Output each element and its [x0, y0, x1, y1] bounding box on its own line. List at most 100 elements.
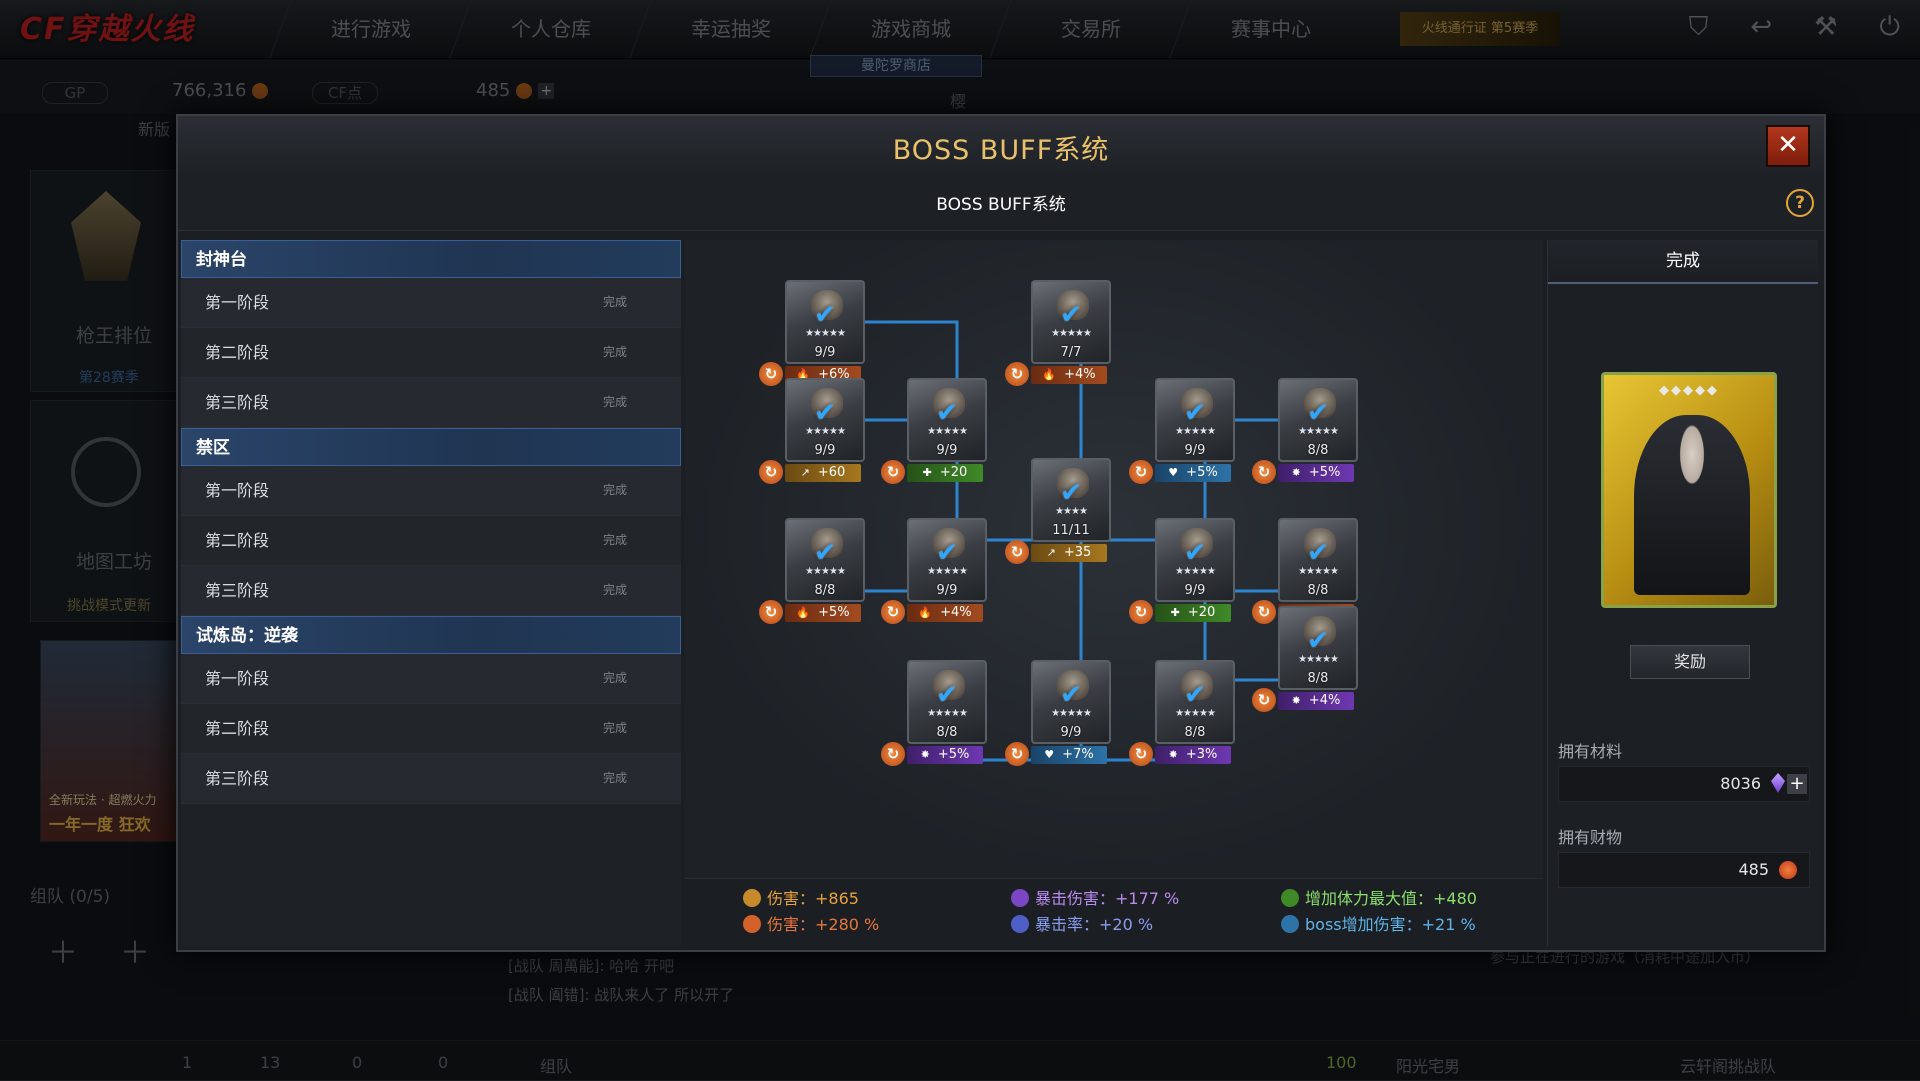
- reward-character-card[interactable]: ◆◆◆◆◆: [1601, 372, 1777, 608]
- buff-row: ↻✚+20: [1129, 600, 1233, 624]
- buff-node[interactable]: ✔★★★★★8/8↻🔥+5%: [759, 518, 865, 624]
- crit-icon: ✸: [1291, 694, 1301, 707]
- buff-node[interactable]: ✔★★★★★9/9↻🔥+4%: [881, 518, 987, 624]
- stage-row[interactable]: 第二阶段完成: [181, 516, 681, 566]
- boss-portrait: ✔★★★★★8/8: [907, 660, 987, 744]
- stage-row[interactable]: 第三阶段完成: [181, 378, 681, 428]
- buff-node[interactable]: ✔★★★★★8/8↻✸+5%: [1252, 378, 1358, 484]
- wrench-icon[interactable]: ⚒: [1814, 12, 1838, 42]
- team-add-icon-2[interactable]: ＋: [120, 936, 150, 971]
- player-name: 阳光宅男: [1396, 1057, 1461, 1076]
- buff-node[interactable]: ✔★★★★★8/8↻✸+4%: [1252, 606, 1358, 712]
- stage-row[interactable]: 第一阶段完成: [181, 654, 681, 704]
- gp-value: 766,316: [172, 80, 269, 101]
- node-progress: 8/8: [1307, 443, 1329, 458]
- stage-row[interactable]: 第一阶段完成: [181, 278, 681, 328]
- refresh-icon[interactable]: ↻: [1252, 688, 1276, 712]
- cloud-team[interactable]: 云轩阁挑战队: [1680, 1057, 1777, 1076]
- refresh-icon[interactable]: ↻: [759, 600, 783, 624]
- boss-face: [933, 528, 965, 558]
- refresh-icon[interactable]: ↻: [759, 362, 783, 386]
- shield-icon[interactable]: ⛉: [1688, 12, 1709, 42]
- refresh-icon[interactable]: ↻: [759, 460, 783, 484]
- buff-node[interactable]: ✔★★★★★9/9↻✚+20: [1129, 518, 1235, 624]
- reward-panel: 完成 ◆◆◆◆◆ 奖励 拥有材料 8036 + 拥有财物 485: [1547, 240, 1818, 946]
- team-tab[interactable]: 组队: [540, 1057, 573, 1076]
- buff-node[interactable]: ✔★★★★★8/8↻✸+3%: [1129, 660, 1235, 766]
- modal-title: BOSS BUFF系统: [892, 135, 1110, 166]
- stage-row[interactable]: 第三阶段完成: [181, 754, 681, 804]
- group-header-jinqu[interactable]: 禁区: [181, 428, 681, 466]
- buff-tag: ✸+3%: [1155, 746, 1231, 764]
- stat-damage: 伤害：+865: [743, 885, 859, 909]
- node-progress: 9/9: [814, 345, 836, 360]
- cf-label: CF点: [312, 82, 378, 104]
- stage-row[interactable]: 第二阶段完成: [181, 704, 681, 754]
- stage-row[interactable]: 第三阶段完成: [181, 566, 681, 616]
- claim-reward-button[interactable]: 奖励: [1630, 645, 1750, 679]
- buff-tag: 🔥+5%: [785, 604, 861, 622]
- stage-status: 完成: [602, 583, 627, 597]
- star-rating: ★★★★★: [1051, 708, 1092, 719]
- fire-icon: 🔥: [1042, 368, 1057, 381]
- group-header-shiliandao[interactable]: 试炼岛：逆袭: [181, 616, 681, 654]
- refresh-icon[interactable]: ↻: [1252, 460, 1276, 484]
- rank-season: 第28赛季: [79, 370, 139, 386]
- return-icon[interactable]: ↩: [1750, 12, 1773, 42]
- boss-buff-modal: BOSS BUFF系统 ✕ BOSS BUFF系统 ? 封神台 第一阶段完成 第…: [176, 114, 1826, 952]
- team-add-icon-1[interactable]: ＋: [48, 936, 78, 971]
- cf-add-icon[interactable]: +: [538, 83, 555, 99]
- crit-icon: ✸: [1291, 466, 1301, 479]
- power-icon[interactable]: ⏻: [1879, 12, 1900, 42]
- map-workshop-card[interactable]: 地图工坊 挑战模式更新: [30, 400, 182, 622]
- add-materials-button[interactable]: +: [1787, 774, 1807, 794]
- star-rating: ★★★★★: [1298, 426, 1339, 437]
- boss-face: [1057, 290, 1089, 320]
- pass-banner[interactable]: 火线通行证 第5赛季: [1400, 12, 1560, 46]
- stage-row[interactable]: 第一阶段完成: [181, 466, 681, 516]
- boss-portrait: ✔★★★★★9/9: [907, 378, 987, 462]
- help-icon[interactable]: ?: [1786, 189, 1814, 217]
- buff-node[interactable]: ✔★★★★★9/9↻♥+7%: [1005, 660, 1111, 766]
- buff-node[interactable]: ✔★★★★★8/8↻✸+5%: [881, 660, 987, 766]
- buff-node[interactable]: ✔★★★★★7/7↻🔥+4%: [1005, 280, 1111, 386]
- atk-icon: ↗: [800, 466, 810, 479]
- group-header-fengshentai[interactable]: 封神台: [181, 240, 681, 278]
- star-rating: ★★★★★: [805, 328, 846, 339]
- chat-line-2: [战队 阖错]: 战队来人了 所以开了: [508, 986, 735, 1004]
- refresh-icon[interactable]: ↻: [1252, 600, 1276, 624]
- buff-node[interactable]: ✔★★★★11/11↻↗+35: [1005, 458, 1111, 564]
- node-progress: 8/8: [814, 583, 836, 598]
- buff-node[interactable]: ✔★★★★★9/9↻↗+60: [759, 378, 865, 484]
- buff-node[interactable]: ✔★★★★★9/9↻✚+20: [881, 378, 987, 484]
- hp-icon: ✚: [922, 466, 932, 479]
- flame-icon: [743, 915, 761, 933]
- refresh-icon[interactable]: ↻: [1129, 742, 1153, 766]
- refresh-icon[interactable]: ↻: [881, 460, 905, 484]
- crit-icon: [1011, 889, 1029, 907]
- buff-node[interactable]: ✔★★★★★9/9↻🔥+6%: [759, 280, 865, 386]
- close-button[interactable]: ✕: [1766, 125, 1810, 167]
- refresh-icon[interactable]: ↻: [1005, 362, 1029, 386]
- stat-max-hp: 增加体力最大值：+480: [1281, 885, 1477, 909]
- gp-coin-icon: [252, 83, 269, 99]
- shop-tab[interactable]: 曼陀罗商店: [810, 55, 982, 77]
- coin-icon: [1779, 861, 1797, 879]
- boss-face: [1057, 670, 1089, 700]
- refresh-icon[interactable]: ↻: [1005, 540, 1029, 564]
- refresh-icon[interactable]: ↻: [1129, 600, 1153, 624]
- buff-node[interactable]: ✔★★★★★8/8↻🔥+5%: [1252, 518, 1358, 624]
- buff-tag: ✸+4%: [1278, 692, 1354, 710]
- top-nav: CF穿越火线 进行游戏 个人仓库 幸运抽奖 游戏商城 交易所 赛事中心 火线通行…: [0, 0, 1920, 59]
- promo-banner[interactable]: 全新玩法 · 超燃火力 一年一度 狂欢: [40, 640, 182, 842]
- buff-node[interactable]: ✔★★★★★9/9↻♥+5%: [1129, 378, 1235, 484]
- refresh-icon[interactable]: ↻: [881, 600, 905, 624]
- refresh-icon[interactable]: ↻: [1005, 742, 1029, 766]
- star-rating: ★★★★★: [927, 426, 968, 437]
- fire-icon: 🔥: [796, 368, 811, 381]
- buff-row: ↻✸+4%: [1252, 688, 1356, 712]
- refresh-icon[interactable]: ↻: [881, 742, 905, 766]
- refresh-icon[interactable]: ↻: [1129, 460, 1153, 484]
- stage-row[interactable]: 第二阶段完成: [181, 328, 681, 378]
- buff-tag: ✚+20: [907, 464, 983, 482]
